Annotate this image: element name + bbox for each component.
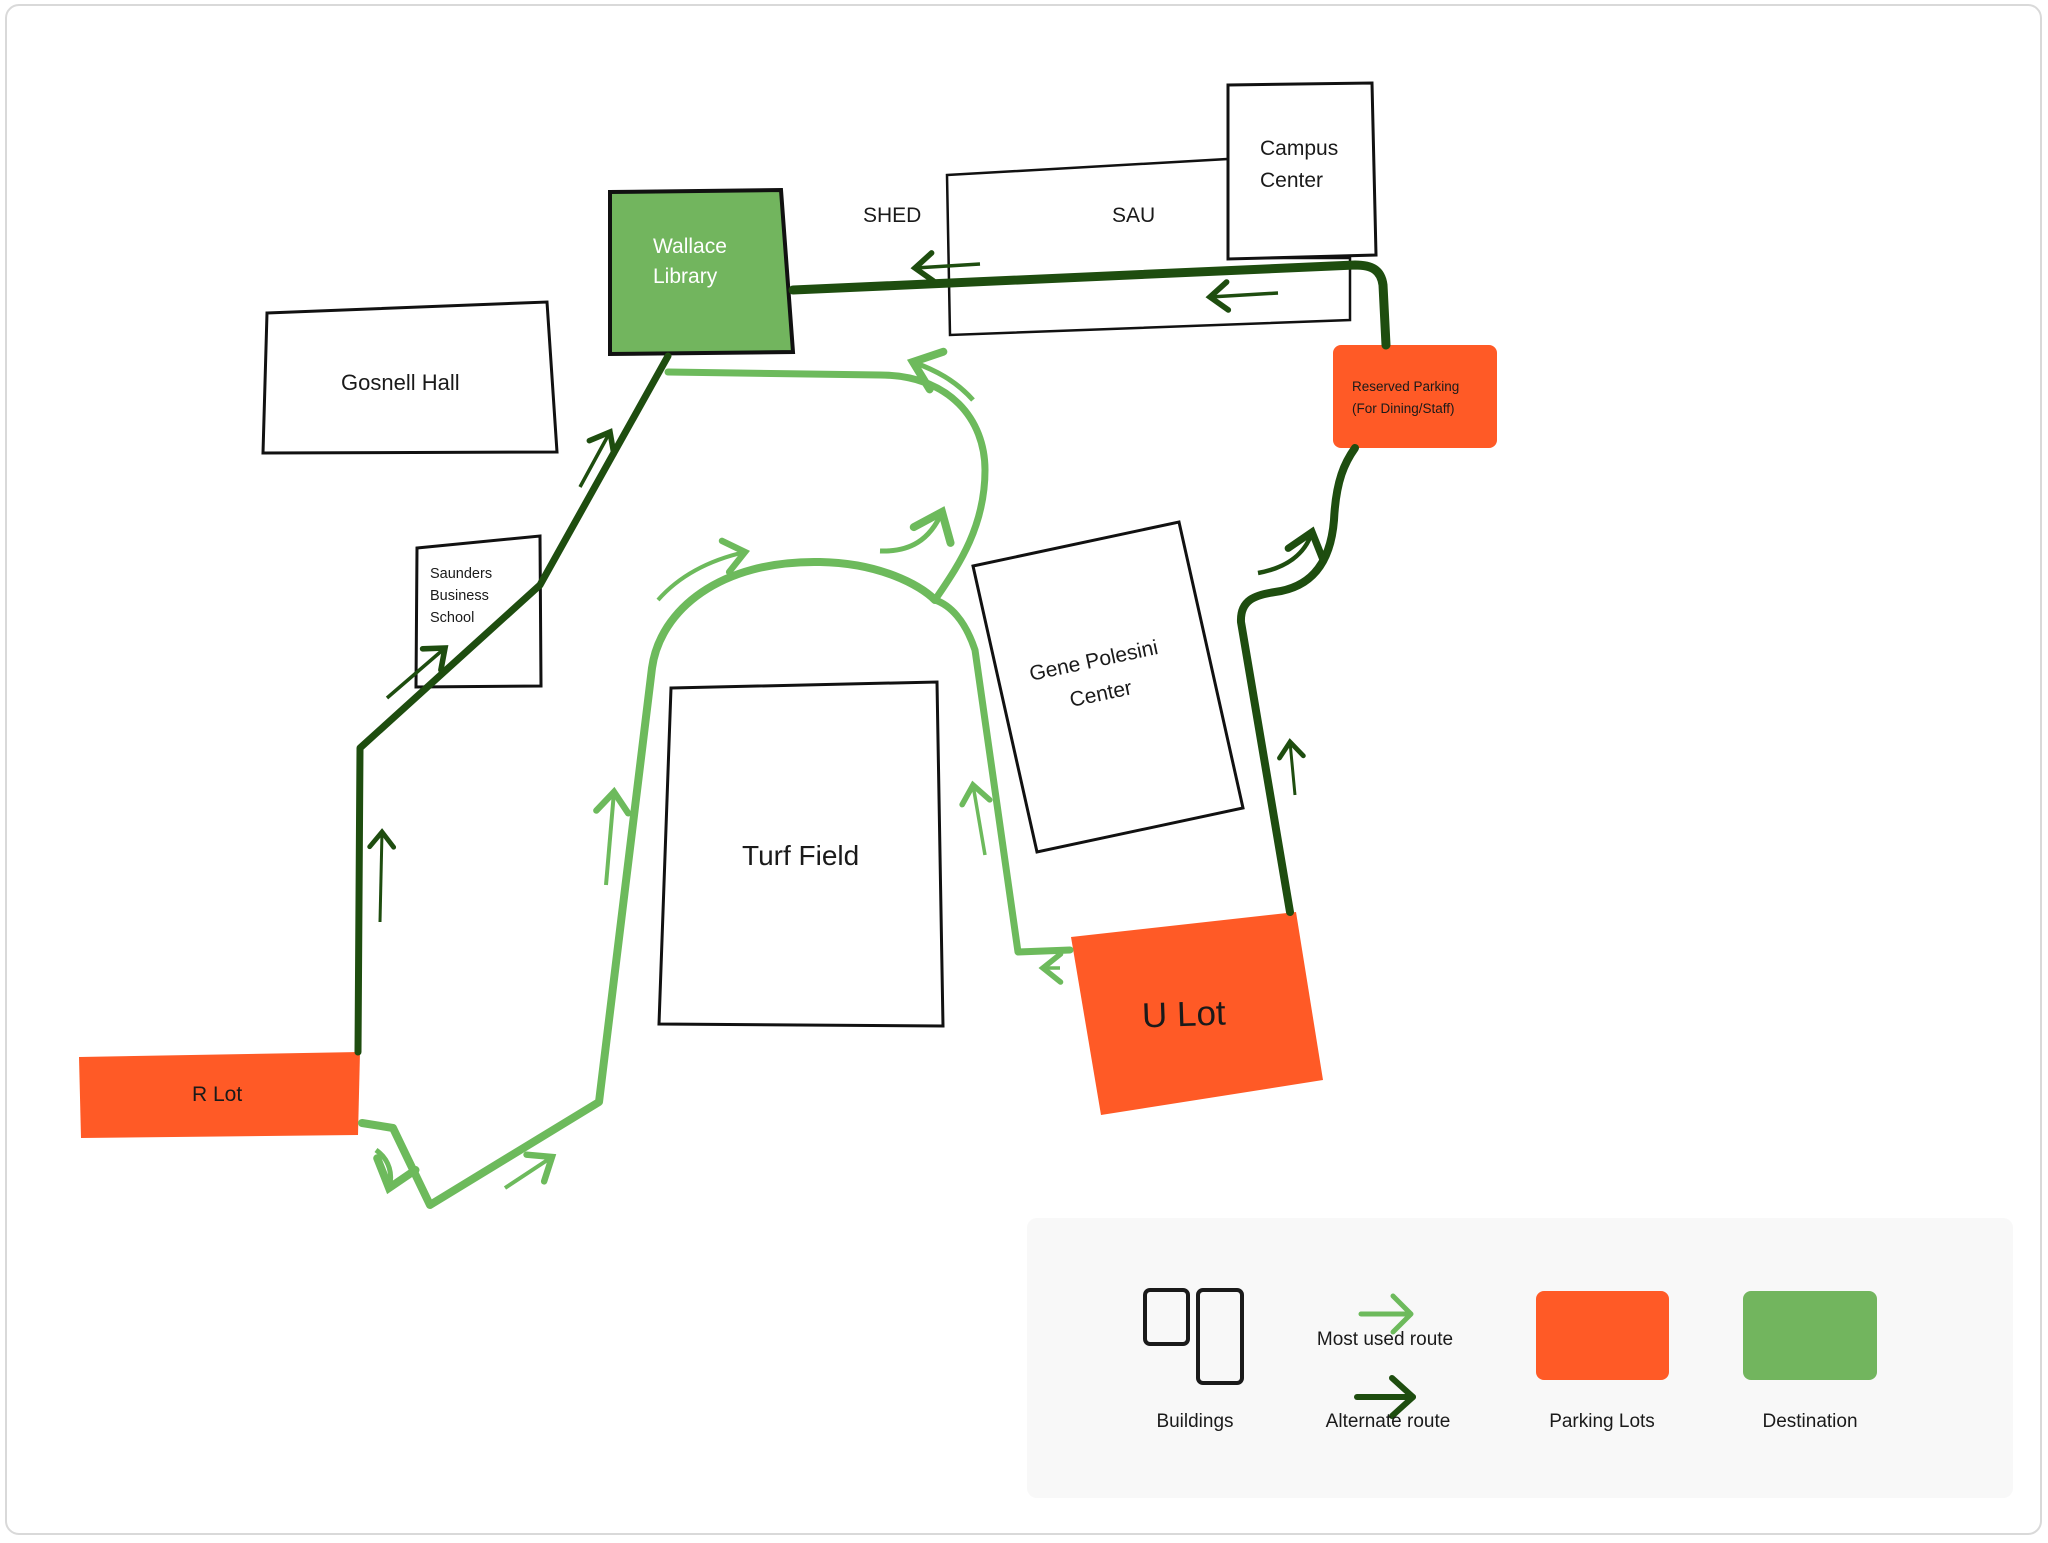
route-arrow-icon (906, 347, 975, 402)
legend-buildings-label: Buildings (1156, 1411, 1234, 1432)
gosnell-hall-label: Gosnell Hall (341, 370, 460, 395)
route-arrow-icon (1205, 279, 1279, 313)
route-arrow-icon (1277, 738, 1306, 796)
saunders-label: Saunders Business School (430, 566, 493, 626)
buildings-icon (1143, 1288, 1244, 1385)
turf-field-label: Turf Field (742, 840, 860, 871)
legend-graphics (1143, 1288, 1877, 1419)
campus-center-label: Campus Center (1260, 137, 1339, 192)
alternate-route-reserved-to-library (788, 260, 1391, 350)
gene-polesini-building (971, 520, 1245, 854)
u-lot-parking[interactable] (1071, 912, 1323, 1115)
alternate-route-arrow-icon (1354, 1375, 1416, 1419)
route-arrow-icon (385, 645, 449, 700)
r-lot-parking[interactable] (79, 1052, 360, 1138)
wallace-library-destination[interactable] (608, 187, 796, 357)
route-arrow-icon (959, 780, 993, 856)
r-lot-label: R Lot (192, 1083, 243, 1106)
destination-swatch (1743, 1291, 1877, 1380)
route-arrow-icon (656, 537, 750, 602)
route-arrow-icon (578, 428, 617, 488)
gosnell-hall-building (261, 300, 559, 455)
alternate-route-from-r-lot (354, 352, 672, 1056)
legend-most-used-label: Most used route (1316, 1329, 1454, 1350)
campus-center-building (1226, 81, 1378, 261)
turf-field (657, 680, 945, 1028)
parking-lots-swatch (1536, 1291, 1669, 1380)
alternate-route-from-u-lot (1237, 444, 1359, 916)
most-used-route-arrow-icon (1358, 1293, 1414, 1335)
legend-alternate-label: Alternate route (1325, 1411, 1451, 1432)
reserved-parking[interactable] (1333, 345, 1497, 448)
most-used-route-from-u-lot (664, 368, 1074, 956)
route-arrow-icon (373, 1147, 420, 1195)
route-arrow-icon (879, 506, 955, 554)
wallace-library-label: Wallace Library (653, 235, 727, 289)
sau-label: SAU (1112, 204, 1156, 227)
u-lot-label: U Lot (1141, 993, 1227, 1036)
legend-destination-label: Destination (1762, 1411, 1858, 1432)
route-arrow-icon (1257, 526, 1327, 576)
most-used-route-from-r-lot (358, 557, 939, 1209)
reserved-parking-label: Reserved Parking (For Dining/Staff) (1352, 379, 1460, 416)
legend-parking-label: Parking Lots (1549, 1411, 1655, 1432)
route-arrow-icon (503, 1151, 557, 1190)
route-arrow-icon (367, 828, 397, 923)
route-arrow-icon (910, 250, 981, 284)
map-legend: Buildings Most used route Alternate rout… (1027, 1218, 2013, 1498)
shed-label: SHED (863, 204, 922, 227)
route-arrow-icon (593, 786, 632, 886)
